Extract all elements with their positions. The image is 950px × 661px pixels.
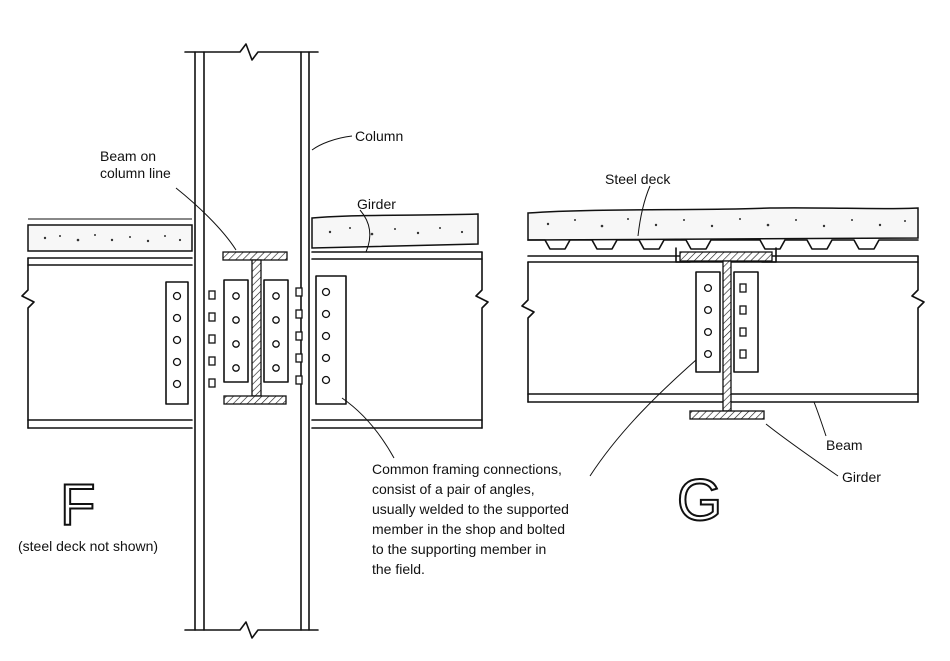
column-label: Column <box>355 128 403 144</box>
detail-f: Column Beam on column line Girder F (ste… <box>18 43 489 639</box>
column-leader <box>311 135 353 151</box>
column <box>184 43 319 639</box>
beam-on-column-leader <box>175 187 237 251</box>
right-girder <box>311 251 489 429</box>
note-line-3: usually welded to the supported <box>372 501 569 517</box>
girder-g-section <box>675 247 777 420</box>
note-line-6: the field. <box>372 561 425 577</box>
note-line-1: Common framing connections, <box>372 461 562 477</box>
detail-f-letter: F <box>60 473 95 538</box>
connection-note-leader-g <box>589 359 697 477</box>
steel-deck-note: (steel deck not shown) <box>18 538 158 554</box>
beam-on-column-section <box>222 251 288 405</box>
right-connection-angle <box>295 275 347 405</box>
beam-on-column-label-line1: Beam on <box>100 148 156 164</box>
steel-deck-label: Steel deck <box>605 171 671 187</box>
detail-g-letter: G <box>677 468 722 533</box>
connection-note-leader-f <box>341 397 395 459</box>
left-connection-angle <box>165 281 216 405</box>
left-beam <box>21 257 193 429</box>
girder-f-leader <box>359 209 371 253</box>
steel-deck-leader <box>637 185 651 237</box>
bolt-row-left <box>172 291 182 389</box>
girder-g-leader <box>765 423 839 477</box>
beam-on-column-label-line2: column line <box>100 165 171 181</box>
left-slab <box>27 218 193 252</box>
center-connection-angles <box>223 279 289 383</box>
connection-note: Common framing connections, consist of a… <box>372 461 569 577</box>
detail-g: Steel deck Beam Girder G <box>521 171 925 534</box>
note-line-5: to the supporting member in <box>372 541 546 557</box>
beam-label-g: Beam <box>826 437 863 453</box>
note-line-2: consist of a pair of angles, <box>372 481 535 497</box>
girder-label-f: Girder <box>357 196 396 212</box>
beam-g-leader <box>813 401 827 437</box>
right-slab <box>311 213 479 249</box>
note-line-4: member in the shop and bolted <box>372 521 565 537</box>
g-connection-angles <box>695 271 759 373</box>
steel-deck-slab <box>527 207 919 250</box>
girder-label-g: Girder <box>842 469 881 485</box>
